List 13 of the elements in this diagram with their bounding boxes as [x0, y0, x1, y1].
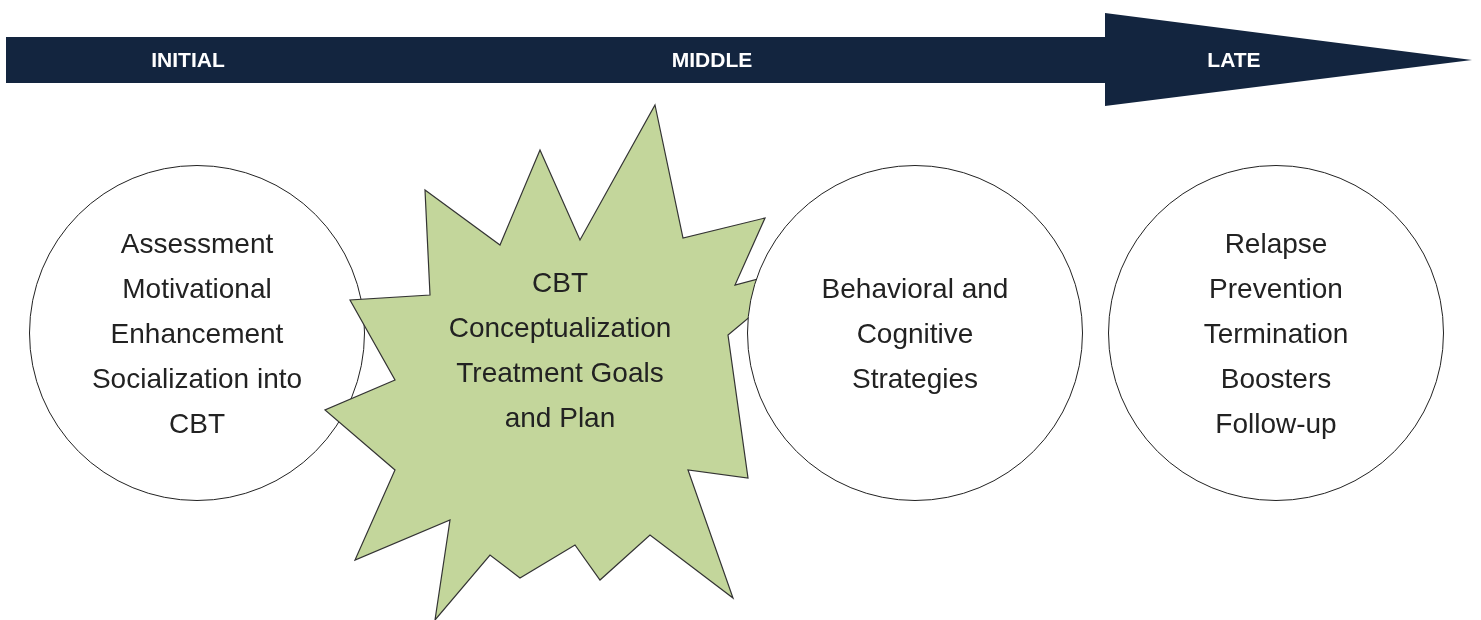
stage-label: LATE [1207, 48, 1261, 72]
phase-text: Termination [1202, 316, 1350, 351]
phase-text: CBT Conceptualization [447, 266, 673, 345]
phase-text: Socialization into CBT [90, 361, 304, 441]
phase-text: Relapse Prevention [1208, 226, 1344, 306]
phase-text: Assessment [119, 226, 275, 261]
phase-text: Boosters [1219, 361, 1333, 396]
phase-text: Follow-up [1214, 406, 1338, 441]
stage-label: INITIAL [151, 48, 225, 72]
phase-text: Motivational Enhancement [109, 271, 285, 351]
phase-text: Treatment Goals and Plan [455, 356, 665, 435]
phase-text: Behavioral and Cognitive Strategies [820, 271, 1010, 396]
stage-label: MIDDLE [671, 48, 753, 72]
